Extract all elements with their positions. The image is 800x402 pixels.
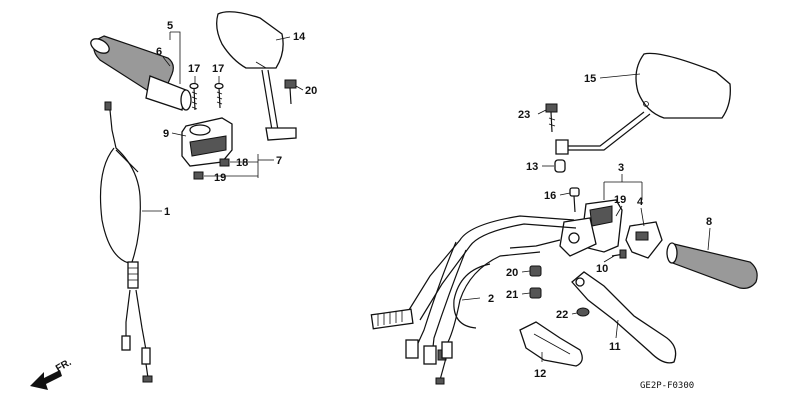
mirror-left — [216, 11, 297, 141]
callout-21: 22 — [556, 309, 568, 321]
callout-18: 19 — [614, 194, 626, 206]
callout-20b: 21 — [506, 289, 518, 301]
screw-17-right — [214, 82, 224, 109]
callout-6: 6 — [156, 46, 162, 58]
callout-23: 23 — [518, 109, 530, 121]
brake-hose — [435, 251, 541, 385]
diagram-code: GE2P-F0300 — [640, 381, 694, 391]
callout-17a: 17 — [188, 63, 200, 75]
screw-10 — [611, 249, 627, 259]
front-direction-label: FR. — [54, 357, 74, 375]
screw-17-left — [189, 82, 199, 111]
callout-2: 2 — [488, 293, 494, 305]
bolt-16 — [569, 187, 580, 213]
callout-19a: 18 — [236, 157, 248, 169]
lever-cover — [519, 321, 583, 367]
callout-13: 13 — [526, 161, 538, 173]
bolt-23 — [545, 103, 558, 133]
callout-10: 10 — [596, 263, 608, 275]
callout-14: 14 — [293, 31, 306, 43]
front-direction-arrow — [30, 370, 62, 390]
screw-21 — [576, 307, 590, 317]
callout-11: 11 — [609, 341, 621, 353]
switch-4 — [625, 221, 663, 259]
leader-lines — [142, 31, 711, 362]
callout-16: 16 — [544, 190, 556, 202]
bolt-22 — [284, 79, 297, 105]
nut-20-upper — [529, 265, 542, 277]
callout-12: 12 — [534, 368, 546, 380]
throttle-housing — [181, 117, 233, 167]
nut-19-lower — [193, 171, 204, 180]
nut-19-upper — [219, 158, 230, 167]
callout-4: 4 — [637, 196, 644, 208]
nut-20-lower — [529, 287, 542, 299]
throttle-cable — [99, 101, 153, 383]
mirror-right — [555, 52, 731, 155]
callout-3: 3 — [618, 162, 624, 174]
callout-15: 15 — [584, 73, 596, 85]
callout-1: 1 — [164, 206, 170, 218]
callout-9: 9 — [163, 128, 169, 140]
right-grip — [666, 242, 758, 289]
callout-19b: 19 — [214, 172, 226, 184]
callout-5: 5 — [167, 20, 173, 32]
callout-17b: 17 — [212, 63, 224, 75]
collar-13 — [554, 159, 566, 173]
callout-22: 20 — [305, 85, 317, 97]
callout-8: 8 — [706, 216, 712, 228]
throttle-grip — [90, 35, 192, 111]
callout-20a: 20 — [506, 267, 518, 279]
brake-lever — [571, 271, 677, 364]
callout-7: 7 — [276, 155, 282, 167]
